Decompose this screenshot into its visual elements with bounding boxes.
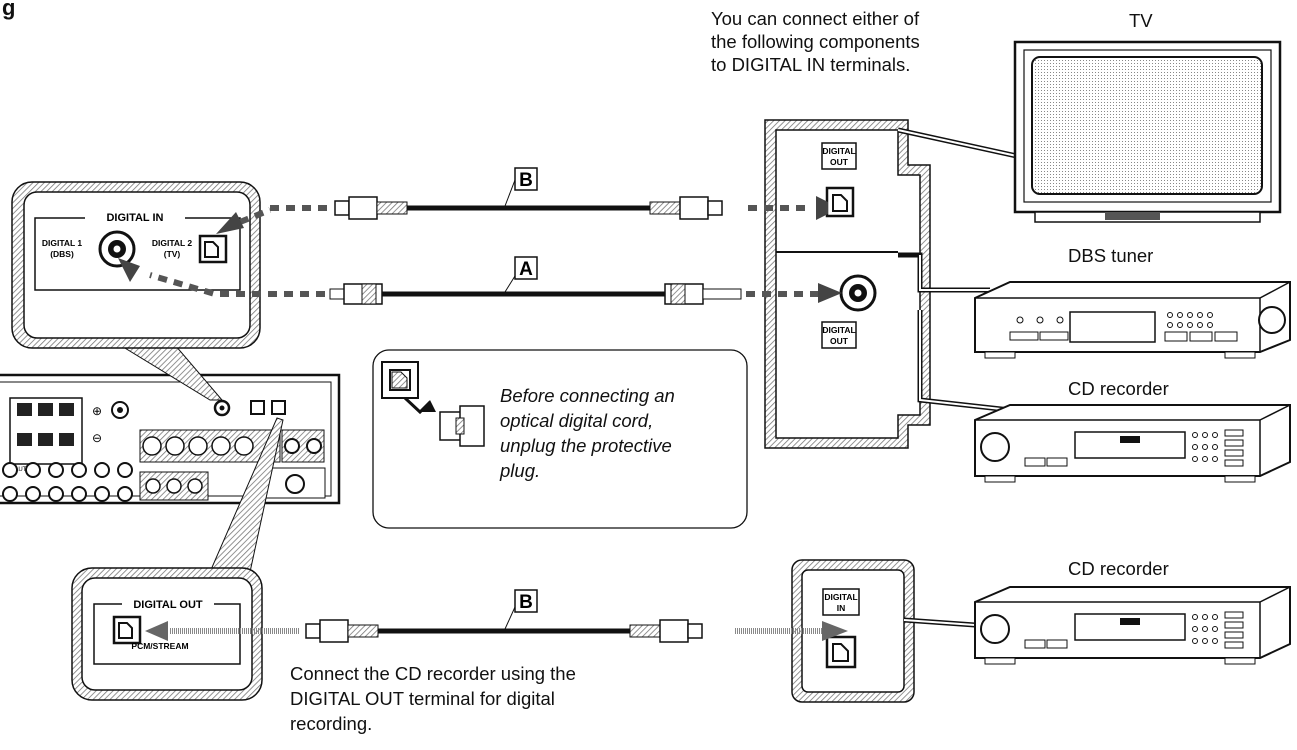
- cable-a-middle: A: [118, 256, 842, 305]
- note-top-line2: the following components: [711, 31, 920, 52]
- svg-text:⊖: ⊖: [92, 431, 102, 445]
- plug-note-line3: unplug the protective: [500, 435, 672, 456]
- plug-note-box: [372, 349, 748, 529]
- dbs-tuner-label: DBS tuner: [1068, 245, 1154, 266]
- cable-a-middle-label: A: [519, 259, 533, 280]
- digital2-sub: (TV): [164, 249, 181, 259]
- plug-note-line2: optical digital cord,: [500, 410, 654, 431]
- cd-recorder-1-label: CD recorder: [1068, 378, 1169, 399]
- svg-text:DIGITAL: DIGITAL: [822, 325, 855, 335]
- tv-device: [1013, 40, 1282, 223]
- dbs-tuner-device: [974, 281, 1291, 359]
- digital1-sub: (DBS): [50, 249, 74, 259]
- cable-b-bottom-label: B: [519, 592, 533, 613]
- cable-b-top: B: [216, 167, 828, 234]
- plug-note-line4: plug.: [500, 460, 541, 481]
- digital2-label: DIGITAL 2: [152, 238, 193, 248]
- svg-text:OUT: OUT: [830, 157, 849, 167]
- cable-b-bottom: B: [145, 589, 848, 643]
- note-top-line3: to DIGITAL IN terminals.: [711, 54, 911, 75]
- svg-text:DIGITAL: DIGITAL: [824, 592, 857, 602]
- plug-note-line1: Before connecting an: [500, 385, 675, 406]
- svg-text:⊕: ⊕: [92, 404, 102, 418]
- receiver-rear-panel: ⊕ ⊖ CAUTION: [0, 373, 341, 505]
- cd-recorder-2-device: [974, 586, 1291, 665]
- source-terminals-box: DIGITAL OUT DIGITAL OUT: [764, 119, 1036, 449]
- digital-in-title: DIGITAL IN: [106, 212, 163, 224]
- cd-in-terminal-box: DIGITAL IN: [791, 559, 976, 703]
- digital1-label: DIGITAL 1: [42, 238, 83, 248]
- cd-recorder-1-device: [974, 404, 1291, 483]
- caution-text: CAUTION: [10, 467, 37, 473]
- cd-recorder-2-label: CD recorder: [1068, 558, 1169, 579]
- tv-label: TV: [1129, 10, 1153, 31]
- heading-fragment: g: [2, 0, 15, 20]
- svg-text:DIGITAL: DIGITAL: [822, 146, 855, 156]
- note-top-line1: You can connect either of: [711, 8, 920, 29]
- bottom-note-line1: Connect the CD recorder using the: [290, 663, 576, 684]
- svg-text:IN: IN: [837, 603, 846, 613]
- bottom-note-line3: recording.: [290, 713, 373, 734]
- bottom-note-line2: DIGITAL OUT terminal for digital: [290, 688, 555, 709]
- pcm-stream-label: PCM/STREAM: [131, 641, 188, 651]
- cable-b-top-label: B: [519, 170, 533, 191]
- svg-text:OUT: OUT: [830, 336, 849, 346]
- digital-out-title: DIGITAL OUT: [133, 599, 203, 611]
